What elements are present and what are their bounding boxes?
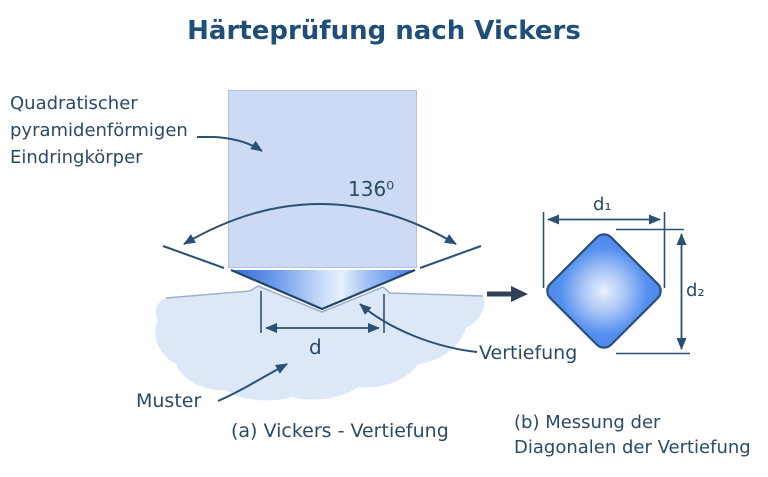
face-line-left bbox=[162, 245, 225, 269]
face-line-right bbox=[419, 245, 482, 269]
indenter-label-line-3: Eindringkörper bbox=[10, 147, 143, 168]
angle-arc-arrow bbox=[183, 203, 457, 245]
caption-b-line-1: (b) Messung der bbox=[514, 412, 661, 433]
vertiefung-label: Vertiefung bbox=[479, 342, 578, 364]
sample-blob bbox=[155, 286, 485, 401]
transition-arrow bbox=[487, 286, 528, 302]
page-title: Härteprüfung nach Vickers bbox=[187, 16, 581, 46]
muster-label: Muster bbox=[136, 390, 202, 412]
pyramid-tip-border bbox=[230, 268, 416, 311]
muster-pointer-arrow bbox=[217, 363, 288, 402]
angle-label: 136⁰ bbox=[348, 177, 395, 201]
d1-label: d₁ bbox=[593, 194, 612, 215]
d2-label: d₂ bbox=[686, 280, 705, 301]
caption-b-line-2: Diagonalen der Vertiefung bbox=[514, 437, 751, 458]
vertiefung-pointer-arrow bbox=[359, 303, 478, 353]
indenter-label-line-2: pyramidenförmigen bbox=[10, 120, 188, 141]
sample-surface-line bbox=[165, 285, 484, 313]
pyramid-tip bbox=[231, 270, 415, 309]
indenter-pointer-arrow bbox=[197, 136, 263, 152]
indenter-label: Quadratischer pyramidenförmigen Eindring… bbox=[10, 90, 188, 171]
d-label: d bbox=[309, 335, 322, 359]
caption-b: (b) Messung der Diagonalen der Vertiefun… bbox=[514, 410, 751, 460]
caption-a: (a) Vickers - Vertiefung bbox=[231, 420, 449, 442]
indenter-label-line-1: Quadratischer bbox=[10, 93, 138, 114]
indentation-diamond bbox=[546, 233, 662, 349]
